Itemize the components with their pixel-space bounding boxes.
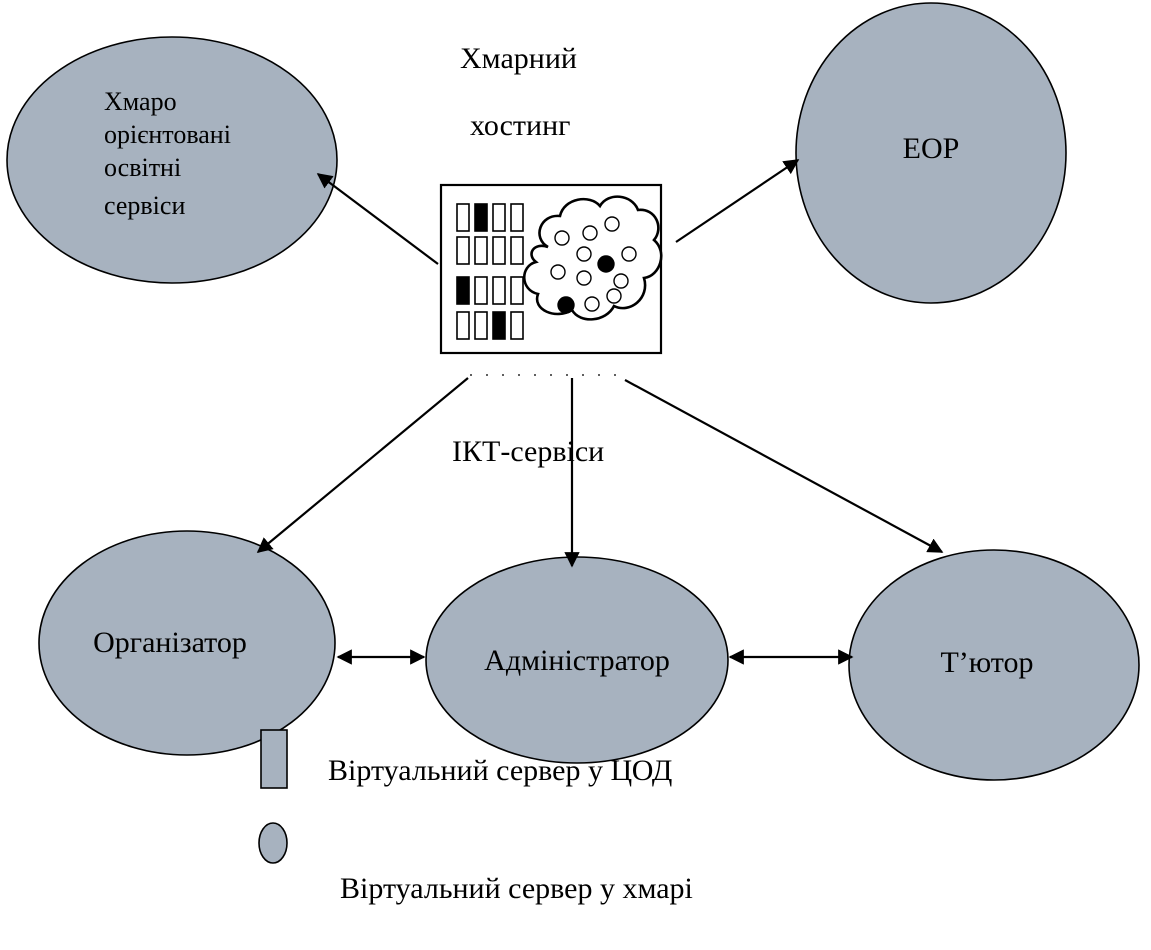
ict-services-label: ІКТ-сервіси xyxy=(452,435,604,468)
edge-hub-to-tutor xyxy=(624,379,944,553)
virtual-server-dc-icon xyxy=(260,729,288,789)
node-cloud-services-line4: сервіси xyxy=(104,191,185,220)
edge-hub-to-cloud-services xyxy=(316,173,439,265)
legend: Віртуальний сервер у ЦОД Віртуальний сер… xyxy=(258,729,693,905)
edge-hub-to-organizer xyxy=(256,377,469,553)
node-cloud-services-line3: освітні xyxy=(104,153,181,182)
cloud-hosting-server-icon xyxy=(439,183,663,376)
node-tutor xyxy=(848,549,1140,781)
node-eor xyxy=(795,2,1067,304)
node-organizer xyxy=(38,530,336,756)
node-cloud-services xyxy=(6,36,338,284)
node-cloud-services-line1: Хмаро xyxy=(104,87,177,116)
node-eor-label: ЕОР xyxy=(903,132,960,165)
edge-hub-to-eor xyxy=(675,159,800,243)
node-tutor-label: Т’ютор xyxy=(940,646,1033,679)
node-organizer-label: Організатор xyxy=(93,626,247,659)
legend-rect-label: Віртуальний сервер у ЦОД xyxy=(328,754,672,787)
hub-title-line2: хостинг xyxy=(470,109,570,142)
legend-ellipse-label: Віртуальний сервер у хмарі xyxy=(340,872,693,905)
hub-title-line1: Хмарний xyxy=(460,42,577,75)
node-cloud-services-line2: орієнтовані xyxy=(104,120,231,149)
node-administrator-label: Адміністратор xyxy=(484,644,670,677)
virtual-server-cloud-icon xyxy=(258,822,288,864)
